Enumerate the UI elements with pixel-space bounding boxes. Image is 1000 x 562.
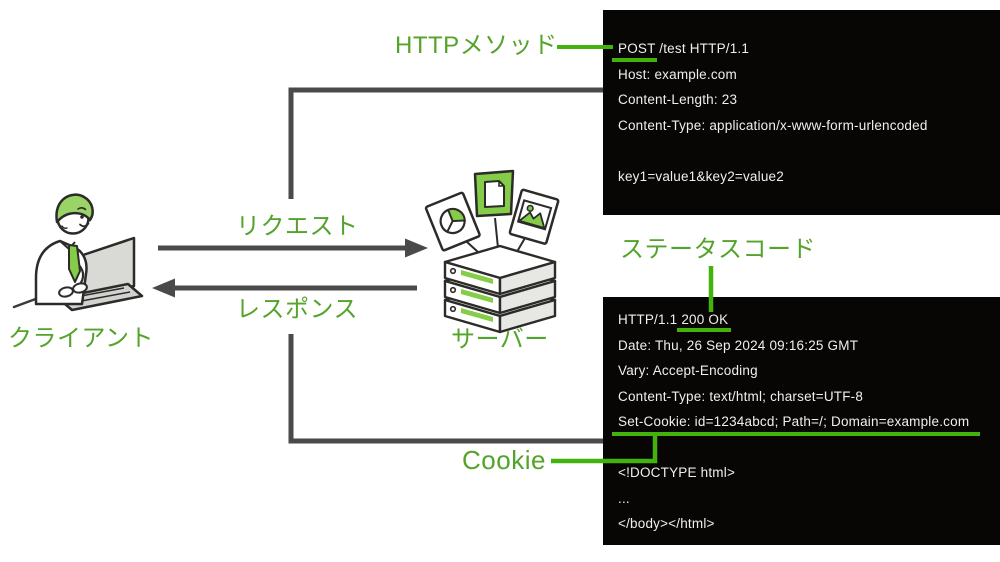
request-header-content-length: Content-Length: 23 [618,92,738,107]
request-body: key1=value1&key2=value2 [618,168,784,184]
person-eyebrow [77,207,87,211]
http-response-message-box: HTTP/1.1 200 OK Date: Thu, 26 Sep 2024 0… [603,297,1000,545]
request-label: リクエスト [236,213,359,240]
response-label: レスポンス [236,296,359,323]
http-method-label: HTTPメソッド [395,32,558,59]
person-ear [61,225,68,229]
server-illustration [424,169,560,334]
cookie-label: Cookie [462,445,546,475]
response-header-vary: Vary: Accept-Encoding [618,363,758,378]
response-header-date: Date: Thu, 26 Sep 2024 09:16:25 GMT [618,337,859,353]
response-arrow [152,278,417,298]
document-card-icon [473,169,515,218]
request-header-content-type: Content-Type: application/x-www-form-url… [618,117,928,133]
response-body-doctype: <!DOCTYPE html> [618,465,736,480]
server-stack-icon [443,244,557,334]
response-connector-line [288,334,603,444]
http-version: HTTP/1.1 [618,312,682,327]
person-hand-right [72,282,88,294]
status-code-label: ステータスコード [620,236,816,263]
request-blank-line [618,138,1000,164]
person-icon [34,193,94,306]
request-arrow [158,238,428,258]
response-body-ellipsis: ... [618,490,630,506]
http-request-message-box: POST /test HTTP/1.1 Host: example.com Co… [603,10,1000,215]
status-line: HTTP/1.1 200 OK [618,307,1000,333]
person-hair [55,193,94,224]
request-line-rest: /test HTTP/1.1 [655,41,750,56]
response-blank-line [618,435,1000,461]
response-header-set-cookie: Set-Cookie: id=1234abcd; Path=/; Domain=… [618,414,970,429]
response-body-close: </body></html> [618,516,715,531]
laptop-icon [56,236,144,312]
request-header-host: Host: example.com [618,66,737,82]
pie-chart-card-icon [424,191,481,252]
status-code-value: 200 OK [681,312,729,327]
request-line: POST /test HTTP/1.1 [618,36,1000,62]
person-smile [79,222,90,228]
client-illustration [12,193,144,312]
http-method-value: POST [618,41,656,56]
response-header-content-type: Content-Type: text/html; charset=UTF-8 [618,388,864,404]
image-card-icon [508,188,560,245]
person-eye [80,215,84,219]
client-label: クライアント [8,325,155,352]
person-tie [68,244,81,283]
